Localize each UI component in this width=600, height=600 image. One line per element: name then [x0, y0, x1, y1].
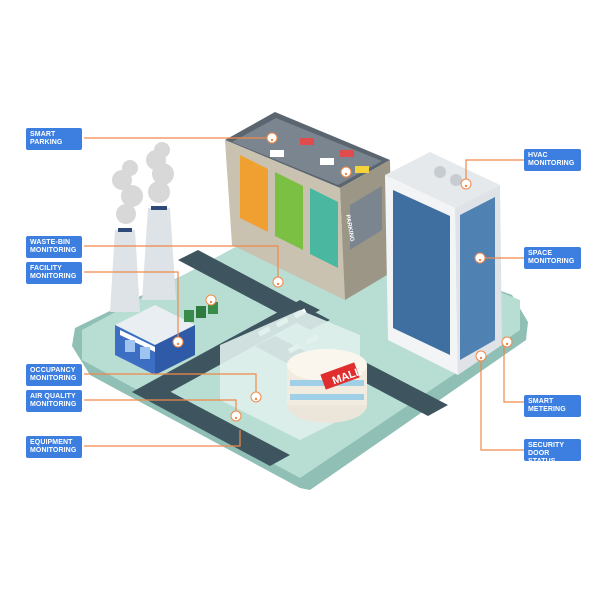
smart-parking-label: SMART PARKING — [26, 128, 82, 150]
facility-monitoring-label: FACILITY MONITORING — [26, 262, 82, 284]
occupancy-monitoring-label: OCCUPANCY MONITORING — [26, 364, 82, 386]
wifi-sensor-icon — [502, 337, 512, 347]
wifi-sensor-icon — [461, 179, 471, 189]
waste-bin-monitoring-label: WASTE-BIN MONITORING — [26, 236, 82, 258]
wifi-sensor-icon — [231, 411, 241, 421]
smart-metering-label: SMART METERING — [524, 395, 581, 417]
air-quality-monitoring-label: AIR QUALITY MONITORING — [26, 390, 82, 412]
wifi-sensor-icon — [475, 253, 485, 263]
wifi-sensor-icon — [251, 392, 261, 402]
office-tower — [385, 152, 502, 375]
security-door-status-label: SECURITY DOOR STATUS — [524, 439, 581, 461]
wifi-sensor-icon — [206, 295, 216, 305]
factory-chimneys — [110, 142, 176, 312]
wifi-sensor-icon — [341, 167, 351, 177]
wifi-sensor-icon — [273, 277, 283, 287]
equipment-monitoring-label: EQUIPMENT MONITORING — [26, 436, 82, 458]
space-monitoring-label: SPACE MONITORING — [524, 247, 581, 269]
wifi-sensor-icon — [476, 351, 486, 361]
hvac-monitoring-label: HVAC MONITORING — [524, 149, 581, 171]
wifi-sensor-icon — [173, 337, 183, 347]
wifi-sensor-icon — [267, 133, 277, 143]
